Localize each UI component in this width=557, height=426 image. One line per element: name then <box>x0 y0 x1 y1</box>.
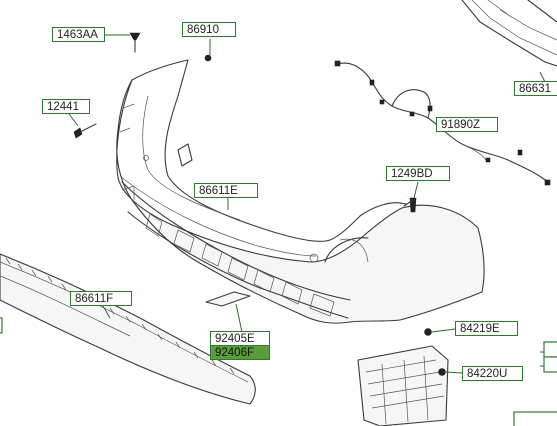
bracket-part <box>357 328 449 426</box>
wiring-harness-part <box>334 60 551 186</box>
callout-91890Z: 91890Z <box>436 117 498 132</box>
callout-1249BD: 1249BD <box>386 166 450 181</box>
reflector-part <box>205 291 251 307</box>
rear-bumper-cover-part <box>116 59 485 324</box>
callout-86631: 86631 <box>514 81 557 96</box>
edge-label-fragments <box>0 317 557 426</box>
callout-92406F: 92406F <box>210 345 270 360</box>
callout-84220U: 84220U <box>462 366 523 381</box>
callout-86910: 86910 <box>182 22 236 37</box>
callout-1463AA: 1463AA <box>52 27 105 42</box>
callout-92405E: 92405E <box>210 331 270 346</box>
callout-86611F: 86611F <box>70 291 132 306</box>
callout-12441: 12441 <box>42 99 90 114</box>
lower-valance-part <box>0 253 256 405</box>
fasteners <box>73 32 417 213</box>
callout-84219E: 84219E <box>455 321 518 336</box>
callout-86611E: 86611E <box>194 183 258 198</box>
trunk-panel-part <box>461 0 557 67</box>
